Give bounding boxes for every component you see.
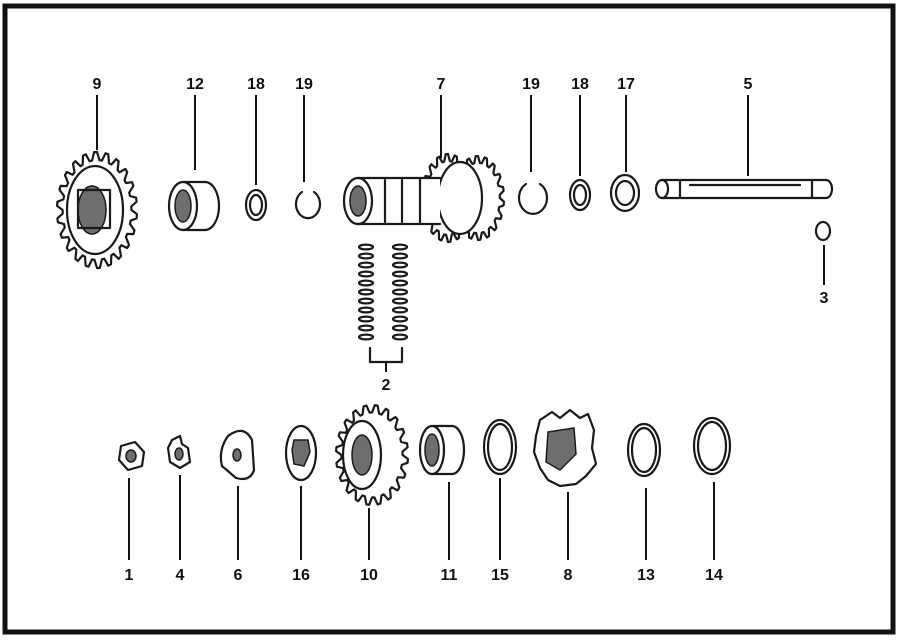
- label-7: 7: [437, 76, 446, 93]
- part-19-circlip-right: [517, 182, 549, 215]
- label-4: 4: [176, 567, 185, 584]
- label-3: 3: [820, 290, 829, 307]
- part-9-gear: [56, 150, 138, 270]
- label-6: 6: [234, 567, 243, 584]
- part-4-lockwasher: [166, 434, 192, 470]
- label-19-right: 19: [522, 76, 540, 93]
- part-8-castle: [532, 408, 598, 488]
- label-13: 13: [637, 567, 655, 584]
- part-12-bearing: [167, 180, 221, 232]
- part-16-splined-washer: [284, 424, 318, 482]
- label-18-right: 18: [571, 76, 589, 93]
- part-14-ring: [692, 416, 732, 476]
- label-19-left: 19: [295, 76, 313, 93]
- label-14: 14: [705, 567, 723, 584]
- part-15-ring: [482, 418, 518, 476]
- label-1: 1: [125, 567, 134, 584]
- label-9: 9: [93, 76, 102, 93]
- part-5-shaft: [654, 178, 834, 200]
- label-5: 5: [744, 76, 753, 93]
- part-13-ring: [626, 422, 662, 478]
- label-11: 11: [441, 567, 458, 584]
- label-17: 17: [617, 76, 635, 93]
- part-19-circlip-left: [294, 190, 322, 220]
- part-11-bushing: [418, 424, 466, 476]
- label-2: 2: [382, 377, 391, 394]
- label-18-left: 18: [247, 76, 265, 93]
- part-1-nut: [117, 440, 146, 472]
- part-6-cam-plate: [219, 429, 256, 481]
- label-15: 15: [491, 567, 509, 584]
- part-18-ring-right: [568, 178, 592, 212]
- label-12: 12: [186, 76, 204, 93]
- label-16: 16: [292, 567, 310, 584]
- part-3-oring: [814, 220, 832, 242]
- part-17-washer: [609, 173, 641, 213]
- label-8: 8: [564, 567, 573, 584]
- part-18-ring-left: [244, 188, 268, 222]
- part-2-springs: [357, 243, 409, 341]
- part-10-gear: [335, 404, 409, 506]
- label-10: 10: [360, 567, 378, 584]
- part-7-sleeve-gear: [342, 152, 505, 244]
